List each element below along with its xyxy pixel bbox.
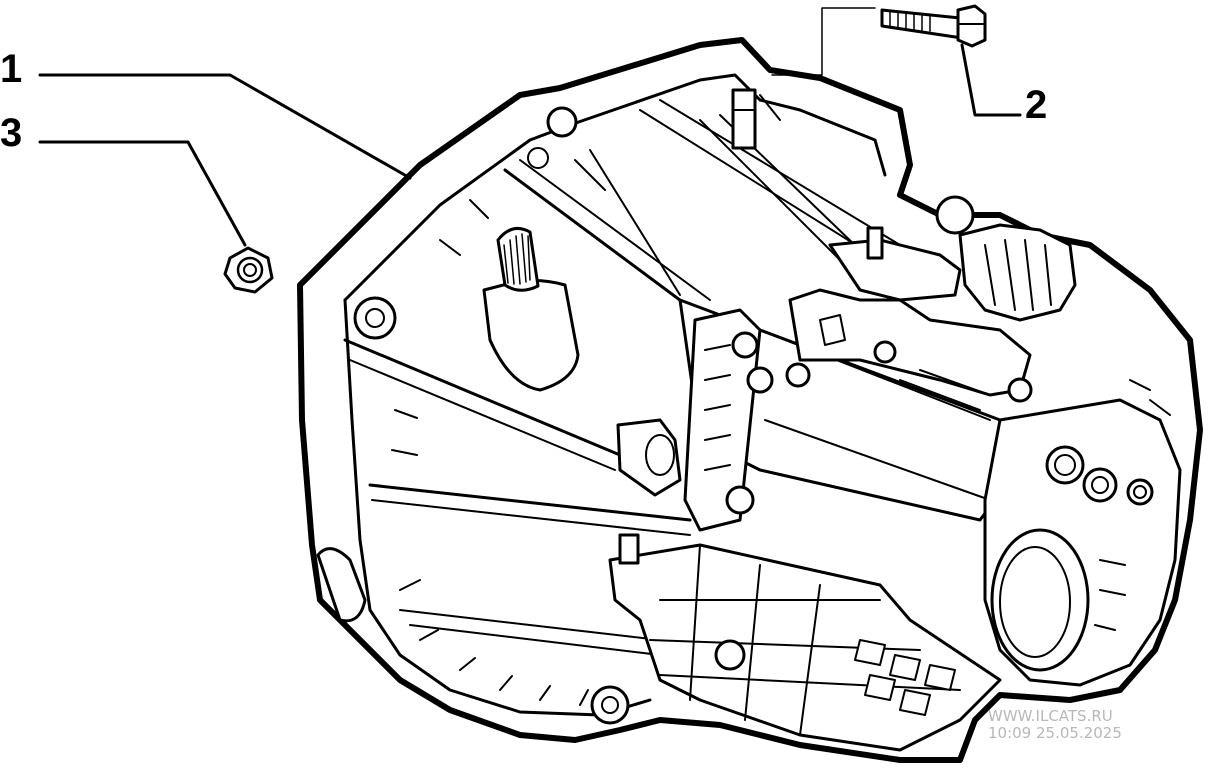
- watermark-site: WWW.ILCATS.RU: [988, 707, 1113, 725]
- watermark-timestamp: 10:09 25.05.2025: [988, 724, 1122, 742]
- leader-line-1: [38, 73, 412, 180]
- leader-line-2: [960, 43, 1022, 117]
- callout-number-1: 1: [0, 47, 22, 91]
- callout-number-2: 2: [1025, 83, 1047, 127]
- leader-line-2-axis: [771, 7, 876, 76]
- hex-bolt: [880, 4, 987, 48]
- hex-nut: [223, 246, 274, 294]
- gearbox-housing: [297, 37, 1203, 763]
- callout-number-3: 3: [0, 111, 22, 155]
- watermark: WWW.ILCATS.RU 10:09 25.05.2025: [988, 708, 1188, 742]
- leader-line-3: [38, 140, 247, 247]
